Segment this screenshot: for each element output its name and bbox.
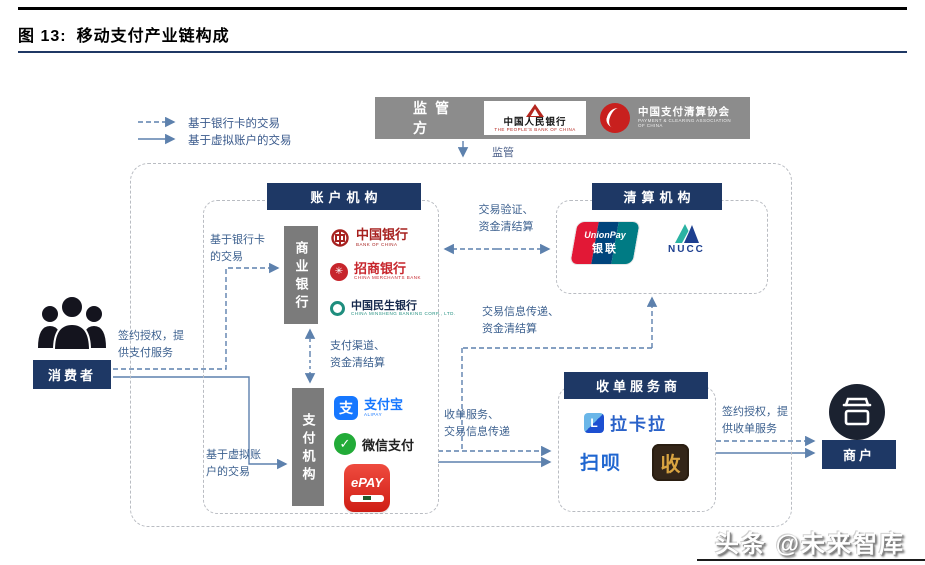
boc-icon xyxy=(331,229,349,247)
bank-card-note: 基于银行卡 的交易 xyxy=(210,234,265,263)
merchant-box: 商户 xyxy=(822,440,896,469)
consumer-note: 签约授权，提 供支付服务 xyxy=(118,330,184,359)
clearing-group-header: 清算机构 xyxy=(592,183,722,210)
industry-chain-container xyxy=(130,163,792,527)
boc-name: 中国银行 xyxy=(356,227,409,243)
nucc-logo: NUCC xyxy=(668,222,705,255)
pboc-sub: THE PEOPLE'S BANK OF CHINA xyxy=(494,126,576,132)
pcac-sub: PAYMENT & CLEARING ASSOCIATION OF CHINA xyxy=(638,117,731,128)
unionpay-cn: 银联 xyxy=(592,243,618,255)
cmb-sub: CHINA MERCHANTS BANK xyxy=(354,275,422,281)
figure-title-text: 移动支付产业链构成 xyxy=(76,28,230,45)
consumer-box: 消费者 xyxy=(33,360,111,389)
lakala-logo: L 拉卡拉 xyxy=(584,410,667,435)
commercial-bank-box: 商业银行 xyxy=(284,226,318,324)
verify-note: 交易验证、 资金清结算 xyxy=(478,204,534,233)
cmb-icon: ✳ xyxy=(330,262,348,281)
pcac-logo: 中国支付清算协会 PAYMENT & CLEARING ASSOCIATION … xyxy=(600,103,736,133)
bank-of-china-logo: 中国银行 BANK OF CHINA xyxy=(330,228,408,248)
minsheng-sub: CHINA MINSHENG BANKING CORP., LTD. xyxy=(351,311,456,317)
bottom-rule xyxy=(697,559,925,561)
boc-sub: BANK OF CHINA xyxy=(356,241,398,247)
figure-title: 图 13: 移动支付产业链构成 xyxy=(18,22,230,46)
legend-solid-label: 基于虚拟账户的交易 xyxy=(188,135,292,147)
wechat-pay-logo: ✓ 微信支付 xyxy=(334,433,414,455)
alipay-logo: 支 支付宝 ALIPAY xyxy=(334,396,403,420)
supervise-label: 监管 xyxy=(492,147,514,159)
title-underline xyxy=(18,51,907,53)
pcac-name: 中国支付清算协会 xyxy=(638,106,731,119)
pcac-seal-icon xyxy=(600,103,631,133)
nucc-icon xyxy=(675,224,700,243)
pboc-name: 中国人民银行 xyxy=(503,117,567,128)
saobei-logo: 扫呗 xyxy=(580,453,623,474)
acquiring-note: 收单服务、 交易信息传递 xyxy=(444,409,510,438)
consumer-people-icon xyxy=(38,295,106,351)
payment-channel-note: 支付渠道、 资金清结算 xyxy=(330,340,385,369)
alipay-name: 支付宝 xyxy=(364,397,404,413)
regulator-title: 监管方 xyxy=(413,100,457,136)
account-group-header: 账户机构 xyxy=(267,183,421,210)
lakala-icon: L xyxy=(584,412,604,433)
legend-dashed-label: 基于银行卡的交易 xyxy=(188,118,280,130)
regulator-bar: 监管方 中国人民银行 THE PEOPLE'S BANK OF CHINA 中国… xyxy=(375,97,750,139)
minsheng-logo: 中国民生银行 CHINA MINSHENG BANKING CORP., LTD… xyxy=(330,300,456,317)
shouqianba-logo: 收 xyxy=(652,444,689,481)
unionpay-logo: UnionPay 银联 xyxy=(570,222,640,264)
transfer-settle-note: 交易信息传递、 资金清结算 xyxy=(482,306,559,335)
merchant-icon xyxy=(829,384,885,440)
pboc-logo: 中国人民银行 THE PEOPLE'S BANK OF CHINA xyxy=(484,101,587,135)
cmb-logo: ✳ 招商银行 CHINA MERCHANTS BANK xyxy=(330,261,422,281)
shouqianba-glyph: 收 xyxy=(660,454,681,476)
lakala-name: 拉卡拉 xyxy=(610,415,667,434)
merchant-note: 签约授权，提 供收单服务 xyxy=(722,406,788,435)
nucc-name: NUCC xyxy=(668,244,705,255)
alipay-sub: ALIPAY xyxy=(364,411,383,417)
virtual-account-note: 基于虚拟账 户的交易 xyxy=(206,449,261,478)
top-rule xyxy=(18,7,907,10)
minsheng-name: 中国民生银行 xyxy=(351,300,417,312)
alipay-icon: 支 xyxy=(334,396,358,420)
epay-logo: ePAY xyxy=(344,464,390,512)
epay-strip xyxy=(350,494,384,502)
payment-institution-box: 支付机构 xyxy=(292,388,324,506)
minsheng-icon xyxy=(330,301,345,317)
acquirer-group-header: 收单服务商 xyxy=(564,372,708,399)
watermark: 头条 @未来智库 xyxy=(714,531,905,558)
figure-label: 图 13: xyxy=(18,28,67,45)
epay-name: ePAY xyxy=(350,474,384,490)
wechat-pay-icon: ✓ xyxy=(334,433,356,455)
wechat-pay-name: 微信支付 xyxy=(362,437,415,453)
unionpay-en: UnionPay xyxy=(584,230,626,240)
pboc-emblem-icon xyxy=(526,104,545,117)
cmb-name: 招商银行 xyxy=(354,261,407,276)
